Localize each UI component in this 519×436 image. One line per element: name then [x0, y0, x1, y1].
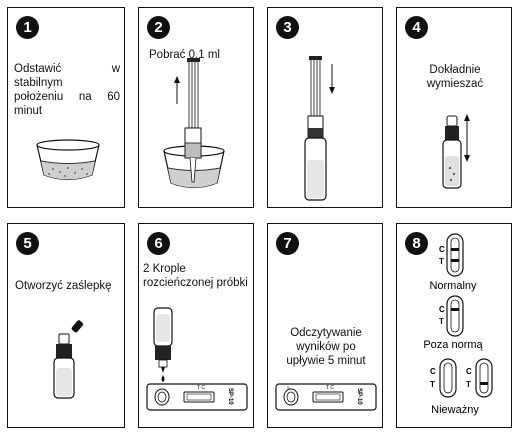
- step-7-number: 7: [276, 232, 299, 255]
- open-cap-illustration: [53, 320, 84, 399]
- step-7-panel: 7 Odczytywanie wyników po upływie 5 minu…: [267, 223, 383, 428]
- step-4-number: 4: [405, 16, 428, 39]
- invalid-c-mark-2: C: [466, 367, 472, 376]
- step-6-number: 6: [147, 232, 170, 255]
- step-5-instruction: Otworzyć zaślepkę: [15, 280, 112, 292]
- result-normal: Normalny: [429, 280, 477, 292]
- step-6-instruction: 2 Krople rozcieńczonej próbki: [143, 263, 248, 289]
- step-1-number: 1: [16, 16, 39, 39]
- step-2-instruction: Pobrać 0,1 ml: [149, 49, 220, 61]
- invalid-t-mark-2: T: [466, 380, 471, 389]
- result-interpretation-illustration: C T Normalny C T Poza normą C T C T Niew…: [423, 233, 493, 416]
- result-out-of-norm: Poza normą: [423, 339, 483, 351]
- cassette-label: SP-10: [356, 388, 362, 405]
- step-4-instruction: Dokładnie wymieszać: [426, 64, 484, 90]
- cassette-label: SP-10: [227, 388, 233, 405]
- step-5-number: 5: [16, 232, 39, 255]
- step-3-panel: 3: [267, 7, 383, 208]
- mixing-vial-illustration: [442, 114, 470, 189]
- invalid-t-mark-1: T: [430, 380, 435, 389]
- out-of-norm-t-mark: T: [439, 317, 444, 326]
- sample-cup-illustration: [36, 139, 100, 181]
- step-4-panel: 4 Dokładnie wymieszać: [396, 7, 512, 208]
- cassette-tc-mark: T C: [197, 385, 205, 391]
- invalid-c-mark-1: C: [430, 367, 436, 376]
- cassette-tc-mark: T C: [326, 385, 334, 391]
- pipette-into-vial-illustration: [304, 56, 335, 201]
- step-7-instruction: Odczytywanie wyników po upływie 5 minut: [286, 327, 366, 367]
- step-2-number: 2: [147, 16, 170, 39]
- normal-t-mark: T: [439, 257, 444, 266]
- step-2-panel: 2 Pobrać 0,1 ml: [138, 7, 254, 208]
- pipette-in-cup-illustration: [163, 58, 225, 189]
- cassette-sample-mark: S: [287, 385, 290, 390]
- read-result-cassette-illustration: S T C SP-10: [275, 383, 377, 411]
- dropping-sample-illustration: T C SP-10: [146, 307, 248, 411]
- result-invalid: Nieważny: [431, 404, 479, 416]
- normal-c-mark: C: [439, 245, 445, 254]
- step-5-panel: 5 Otworzyć zaślepkę: [7, 223, 125, 428]
- step-8-number: 8: [405, 232, 428, 255]
- step-8-panel: 8 C T Normalny C T Poza normą C T C T Ni…: [396, 223, 512, 428]
- step-3-number: 3: [276, 16, 299, 39]
- step-6-panel: 6 2 Krople rozcieńczonej próbki T C SP-1…: [138, 223, 254, 428]
- out-of-norm-c-mark: C: [439, 305, 445, 314]
